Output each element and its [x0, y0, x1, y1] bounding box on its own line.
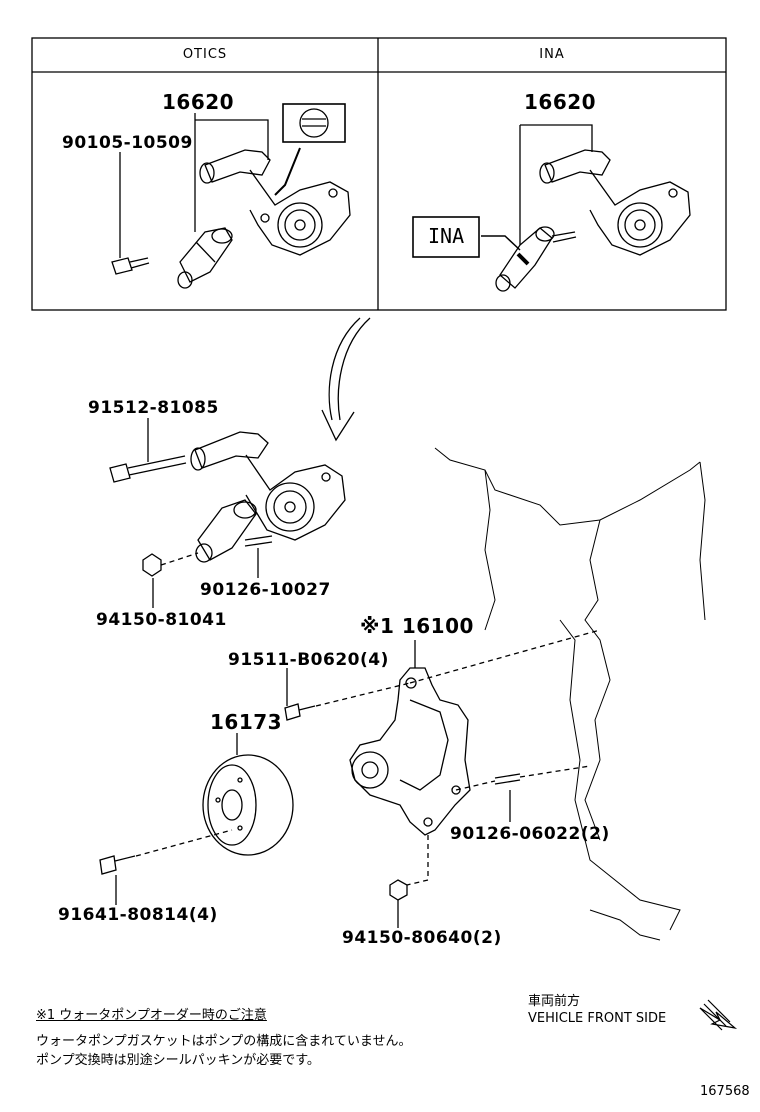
- direction-label-en: VEHICLE FRONT SIDE: [528, 1011, 667, 1026]
- note-line-2: ポンプ交換時は別途シールパッキンが必要です。: [36, 1053, 320, 1068]
- otics-tensioner-drawing: [111, 103, 351, 289]
- part-label-91511-b0620[interactable]: 91511-B0620(4): [228, 650, 389, 670]
- note-line-1: ウォータポンプガスケットはポンプの構成に含まれていません。: [36, 1034, 412, 1049]
- ina-tensioner-drawing: [412, 124, 691, 292]
- part-label-91641-80814[interactable]: 91641-80814(4): [58, 905, 218, 925]
- pulley-drawing: [202, 754, 294, 856]
- part-label-16100[interactable]: ※1 16100: [360, 614, 474, 638]
- part-label-16620-ina[interactable]: 16620: [524, 90, 597, 114]
- part-label-16620-otics[interactable]: 16620: [162, 90, 235, 114]
- panel-title-ina: INA: [539, 47, 565, 62]
- engine-block-outline: [434, 447, 706, 941]
- panel-title-otics: OTICS: [182, 47, 228, 62]
- part-label-90126-06022[interactable]: 90126-06022(2): [450, 824, 610, 844]
- main-tensioner-drawing: [109, 418, 346, 608]
- vehicle-front-arrow: [699, 999, 738, 1031]
- part-label-94150-80640[interactable]: 94150-80640(2): [342, 928, 502, 948]
- inset-frame: [31, 37, 727, 311]
- part-label-91512-81085[interactable]: 91512-81085: [88, 398, 219, 418]
- note-title: ※1 ウォータポンプオーダー時のご注意: [36, 1008, 267, 1023]
- part-label-90126-10027[interactable]: 90126-10027: [200, 580, 331, 600]
- water-pump-drawing: [349, 667, 471, 836]
- ina-box-label: INA: [428, 224, 465, 248]
- part-label-90105-10509[interactable]: 90105-10509: [62, 133, 193, 153]
- diagram-id: 167568: [700, 1084, 750, 1099]
- part-label-16173[interactable]: 16173: [210, 710, 283, 734]
- part-label-94150-81041[interactable]: 94150-81041: [96, 610, 227, 630]
- direction-label-jp: 車両前方: [528, 994, 581, 1009]
